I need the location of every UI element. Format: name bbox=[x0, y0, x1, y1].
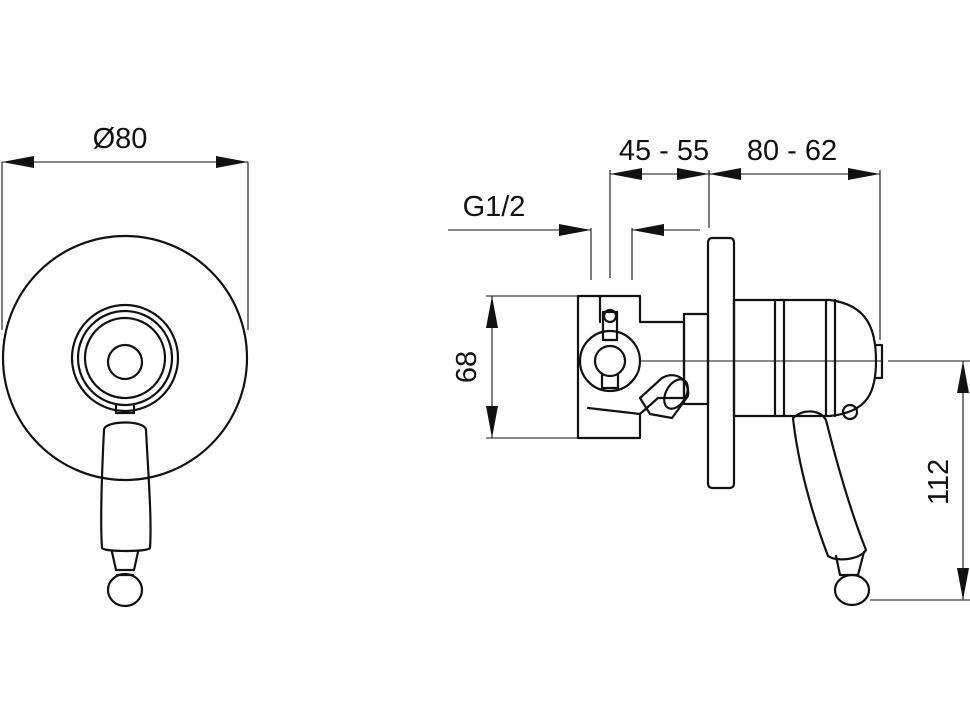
inlet-inner bbox=[593, 344, 627, 378]
lever-handle bbox=[100, 421, 152, 553]
lever-knob bbox=[106, 572, 144, 608]
thread-label: G1/2 bbox=[463, 191, 526, 223]
body-height-label: 68 bbox=[451, 351, 483, 383]
spindle-cap bbox=[106, 343, 144, 381]
lever-neck bbox=[110, 550, 140, 572]
side-lever-knob bbox=[833, 573, 871, 607]
handle-height-label: 112 bbox=[923, 459, 955, 505]
side-view: G1/2 45 - 55 80 - 62 68 112 bbox=[448, 135, 970, 607]
diameter-label: Ø80 bbox=[93, 123, 148, 155]
bonnet-ring bbox=[76, 309, 174, 407]
valve-body bbox=[576, 294, 686, 440]
projection-range-label: 80 - 62 bbox=[747, 135, 837, 167]
bonnet-ring-inner bbox=[83, 316, 167, 400]
bonnet-outer bbox=[70, 303, 180, 413]
bonnet-side bbox=[732, 298, 878, 418]
rosette-plate bbox=[1, 234, 249, 482]
side-lever-handle bbox=[791, 410, 868, 561]
depth-range-label: 45 - 55 bbox=[619, 135, 709, 167]
lever-collar bbox=[114, 403, 136, 415]
wall-plate bbox=[706, 236, 736, 490]
front-view: Ø80 bbox=[1, 123, 249, 608]
